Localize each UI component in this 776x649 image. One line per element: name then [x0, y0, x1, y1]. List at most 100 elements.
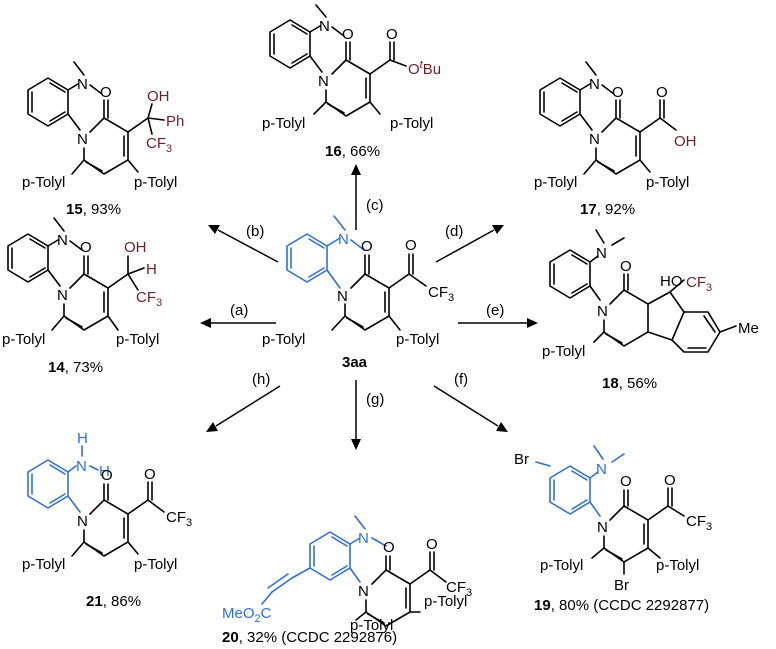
condition-f: (f)	[454, 371, 468, 388]
compound-21: N H H N O O CF3 p-Tolyl p-Tolyl 21, 86%	[22, 430, 192, 610]
pyridone-oxo-18: O	[620, 258, 632, 275]
amine-h-21: H	[77, 430, 88, 447]
pyridone-n-16: N	[318, 73, 329, 90]
pyridone-n-20: N	[358, 583, 369, 600]
pyridone-oxo-19: O	[620, 473, 632, 490]
p-tolyl-c6-20: p-Tolyl	[350, 617, 393, 634]
amine-n-21: N	[76, 458, 87, 475]
methyl-18: Me	[738, 320, 759, 337]
pyridone-oxo-15: O	[100, 84, 112, 101]
acyl-oxo-3aa: O	[405, 237, 417, 254]
ester-oxo-16: O	[386, 26, 398, 43]
pyridone-oxo-20: O	[383, 539, 395, 556]
pyridone-n-19: N	[597, 519, 608, 536]
p-tolyl-c4-20: p-Tolyl	[424, 593, 467, 610]
nme2-n-19: N	[596, 461, 607, 478]
p-tolyl-c4-21: p-Tolyl	[134, 556, 177, 573]
pyridone-oxo-21: O	[101, 467, 113, 484]
pyridone-n-17: N	[589, 131, 600, 148]
arrow-h	[215, 385, 281, 427]
cf3-14: CF3	[136, 289, 162, 309]
cf3-19: CF3	[686, 513, 712, 533]
hydroxyl-17: OH	[674, 133, 697, 150]
hydrogen-14: H	[146, 261, 157, 278]
cf3-15: CF3	[146, 135, 172, 155]
p-tolyl-c6-19: p-Tolyl	[540, 557, 583, 574]
phenyl-15: Ph	[166, 113, 184, 130]
pyridone-n-14: N	[57, 287, 68, 304]
pyridone-n-18: N	[597, 303, 608, 320]
nme2-n-15: N	[77, 76, 88, 93]
compound-14: N N O OH H CF3 p-Tolyl p-Tolyl 14, 73%	[2, 217, 162, 376]
p-tolyl-c4-15: p-Tolyl	[134, 174, 177, 191]
condition-a: (a)	[230, 302, 248, 319]
nme2-n-3aa: N	[338, 231, 349, 248]
bromo-c5-19: Br	[614, 577, 629, 594]
condition-h: (h)	[252, 371, 270, 388]
pyridone-n-15: N	[77, 131, 88, 148]
p-tolyl-c6-3aa: p-Tolyl	[262, 331, 305, 348]
pyridone-oxo-14: O	[80, 239, 92, 256]
compound-3aa: N N O O CF3 p-Tolyl p-Tolyl 3aa	[262, 215, 454, 371]
compound-18: N N O HO CF3 Me p-Tolyl 18, 56%	[542, 229, 759, 392]
condition-b: (b)	[246, 223, 264, 240]
pyridone-n-3aa: N	[337, 288, 348, 305]
p-tolyl-c6-21: p-Tolyl	[22, 556, 65, 573]
acyl-oxo-19: O	[664, 472, 676, 489]
hydroxyl-14: OH	[124, 239, 147, 256]
caption-20: 20, 32% (CCDC 2292876)	[222, 629, 397, 646]
pyridone-n-21: N	[77, 513, 88, 530]
compound-15: N N O OH Ph CF3 p-Tolyl p-Tolyl 15, 93%	[22, 61, 184, 218]
tert-butoxy-16: OtBu	[408, 59, 441, 78]
compound-19: Br N N O O CF3 p-Tolyl p-Tolyl Br 19, 80…	[514, 445, 712, 614]
p-tolyl-c6-17: p-Tolyl	[534, 174, 577, 191]
caption-21: 21, 86%	[86, 593, 141, 610]
caption-15: 15, 93%	[66, 201, 121, 218]
arrow-f	[433, 385, 499, 427]
nme2-n-16: N	[319, 18, 330, 35]
acyl-oxo-21: O	[144, 466, 156, 483]
caption-17: 17, 92%	[580, 201, 635, 218]
p-tolyl-c6-14: p-Tolyl	[2, 331, 45, 348]
bromo-aryl-19: Br	[514, 451, 529, 468]
condition-d: (d)	[445, 223, 463, 240]
aryl-ring-3aa	[286, 233, 328, 283]
arrow-b	[217, 229, 279, 263]
p-tolyl-c6-15: p-Tolyl	[22, 174, 65, 191]
condition-e: (e)	[486, 302, 504, 319]
nme2-n-18: N	[596, 245, 607, 262]
label-3aa: 3aa	[342, 354, 368, 371]
nme2-n-20: N	[358, 530, 369, 547]
p-tolyl-c4-16: p-Tolyl	[390, 115, 433, 132]
p-tolyl-c6-18: p-Tolyl	[542, 343, 585, 360]
nme2-n-17: N	[589, 76, 600, 93]
arrow-d	[435, 229, 495, 263]
pyridone-oxo-17: O	[612, 84, 624, 101]
compound-16: N N O O OtBu p-Tolyl p-Tolyl 16, 66%	[262, 4, 441, 160]
amine-h2-21: H	[99, 463, 110, 480]
compound-17: N N O O OH p-Tolyl p-Tolyl 17, 92%	[534, 61, 697, 218]
nme2-n-14: N	[57, 232, 68, 249]
reaction-arrows: (a) (b) (c) (d) (e) (h) (g) (f)	[200, 164, 538, 450]
cf3-3aa: CF3	[428, 284, 454, 304]
p-tolyl-c4-3aa: p-Tolyl	[396, 331, 439, 348]
caption-14: 14, 73%	[48, 359, 103, 376]
p-tolyl-c4-17: p-Tolyl	[646, 174, 689, 191]
caption-18: 18, 56%	[602, 375, 657, 392]
acid-oxo-17: O	[656, 84, 668, 101]
condition-c: (c)	[366, 197, 384, 214]
acyl-oxo-20: O	[426, 536, 438, 553]
caption-16: 16, 66%	[325, 143, 380, 160]
hydroxyl-15: OH	[147, 88, 170, 105]
p-tolyl-c4-19: p-Tolyl	[656, 557, 699, 574]
ester-20: MeO2C	[222, 605, 272, 625]
cf3-21: CF3	[166, 509, 192, 529]
compound-20: N MeO2C N O O CF3 p-Tolyl p-Tolyl 20, 32…	[222, 515, 472, 646]
cf3-20: CF3	[446, 579, 472, 599]
pyridone-oxo-3aa: O	[361, 238, 373, 255]
pyridone-oxo-16: O	[342, 26, 354, 43]
p-tolyl-c4-14: p-Tolyl	[116, 331, 159, 348]
hydroxyl-18: HO	[660, 273, 683, 290]
condition-g: (g)	[366, 391, 384, 408]
caption-19: 19, 80% (CCDC 2292877)	[534, 597, 709, 614]
